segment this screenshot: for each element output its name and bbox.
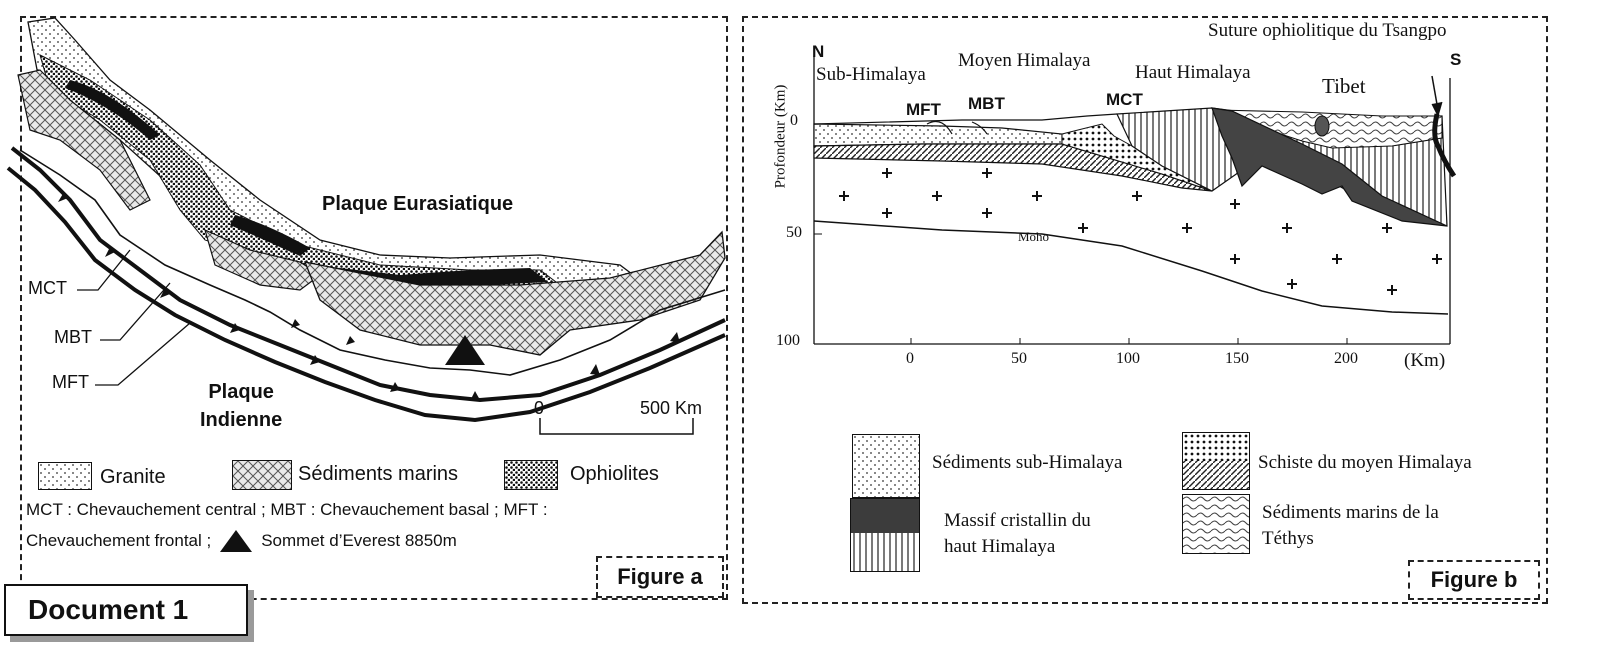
legend-crystalline-label: Massif cristallin du haut Himalaya [944,508,1091,560]
y-tick-50: 50 [786,224,802,241]
fault-mft: MFT [906,100,941,119]
note-line1: MCT : Chevauchement central ; MBT : Chev… [26,500,548,519]
crystalline-massif [1211,107,1448,227]
mbt-line [10,146,726,403]
plate-eurasia-label: Plaque Eurasiatique [322,193,514,215]
region-moyen-himalaya: Moyen Himalaya [958,50,1091,71]
figure-b-section [813,56,1457,345]
x-tick-150: 150 [1225,350,1249,367]
mft-line [6,166,726,423]
ophiolite-black-2 [230,215,310,256]
north-label: N [812,42,825,61]
suture-label: Suture ophiolitique du Tsangpo [1208,20,1447,41]
everest-marker [445,335,485,365]
moho-label: Moho [1018,229,1050,244]
note-line2: Chevauchement frontal ; Sommet d’Everest… [26,528,457,554]
south-label: S [1450,50,1462,69]
fault-label-mct: MCT [28,278,67,298]
ophiolite-black-1 [65,80,160,140]
scale-end-label: 500 Km [640,398,703,418]
figure-b-frame [742,16,1548,604]
marine-sediment-west [17,69,151,211]
figure-b-label: Figure b [1408,560,1540,600]
sub-himalaya-sediments [813,123,1063,147]
x-unit-label: (Km) [1404,350,1446,371]
legend-schist-label: Schiste du moyen Himalaya [1258,452,1472,473]
moho-line [813,220,1449,315]
x-tick-200: 200 [1334,350,1358,367]
scale-start-label: 0 [534,398,545,418]
legend-ophiolite-swatch [504,460,558,490]
fault-mct: MCT [1106,90,1143,109]
legend-schist-swatch [1182,432,1250,490]
region-haut-himalaya: Haut Himalaya [1135,62,1251,83]
y-axis-label: Profondeur (Km) [772,84,789,189]
fault-label-mft: MFT [52,372,89,392]
legend-marine-label: Sédiments marins [298,463,459,485]
y-tick-0: 0 [790,112,798,129]
x-tick-0: 0 [906,350,914,367]
scale-bar [539,418,694,435]
figure-a-label: Figure a [596,556,724,598]
note-line2-b: Sommet d’Everest 8850m [261,531,457,550]
fault-mbt: MBT [968,94,1005,113]
document-label: Document 1 [4,584,248,636]
legend-crystalline-line2: haut Himalaya [944,536,1056,557]
legend-granite-label: Granite [100,466,166,488]
plate-india-line2: Indienne [200,409,283,431]
y-tick-100: 100 [776,332,800,349]
legend-tethys-line1: Sédiments marins de la [1262,502,1439,523]
figure-a-frame [20,16,728,600]
everest-legend-icon [220,530,253,552]
crust-plus-signs [839,168,1442,295]
marine-sediment-south [303,230,726,356]
x-tick-100: 100 [1116,350,1140,367]
figure-a-map [6,17,726,435]
x-tick-50: 50 [1011,350,1027,367]
marine-sediment-strip [204,228,322,291]
fault-label-mbt: MBT [54,327,92,347]
region-sub-himalaya: Sub-Himalaya [816,64,926,85]
region-tibet: Tibet [1322,74,1366,98]
legend-sub-himalaya-swatch [852,434,920,498]
legend-marine-swatch [232,460,292,490]
note-line2-a: Chevauchement frontal ; [26,531,212,550]
legend-sub-himalaya-label: Sédiments sub-Himalaya [932,452,1123,473]
thrust-teeth [58,192,680,401]
plate-india-label: Plaque Indienne [200,378,282,434]
legend-ophiolite-label: Ophiolites [570,463,659,485]
legend-tethys-label: Sédiments marins de la Téthys [1262,500,1439,552]
mct-line [19,149,726,376]
legend-tethys-line2: Téthys [1262,528,1314,549]
legend-crystalline-line1: Massif cristallin du [944,510,1091,531]
legend-granite-swatch [38,462,92,490]
legend-crystalline-swatch [850,498,920,572]
legend-tethys-swatch [1182,494,1250,554]
plate-india-line1: Plaque [208,381,274,403]
suture-line [1432,113,1457,178]
